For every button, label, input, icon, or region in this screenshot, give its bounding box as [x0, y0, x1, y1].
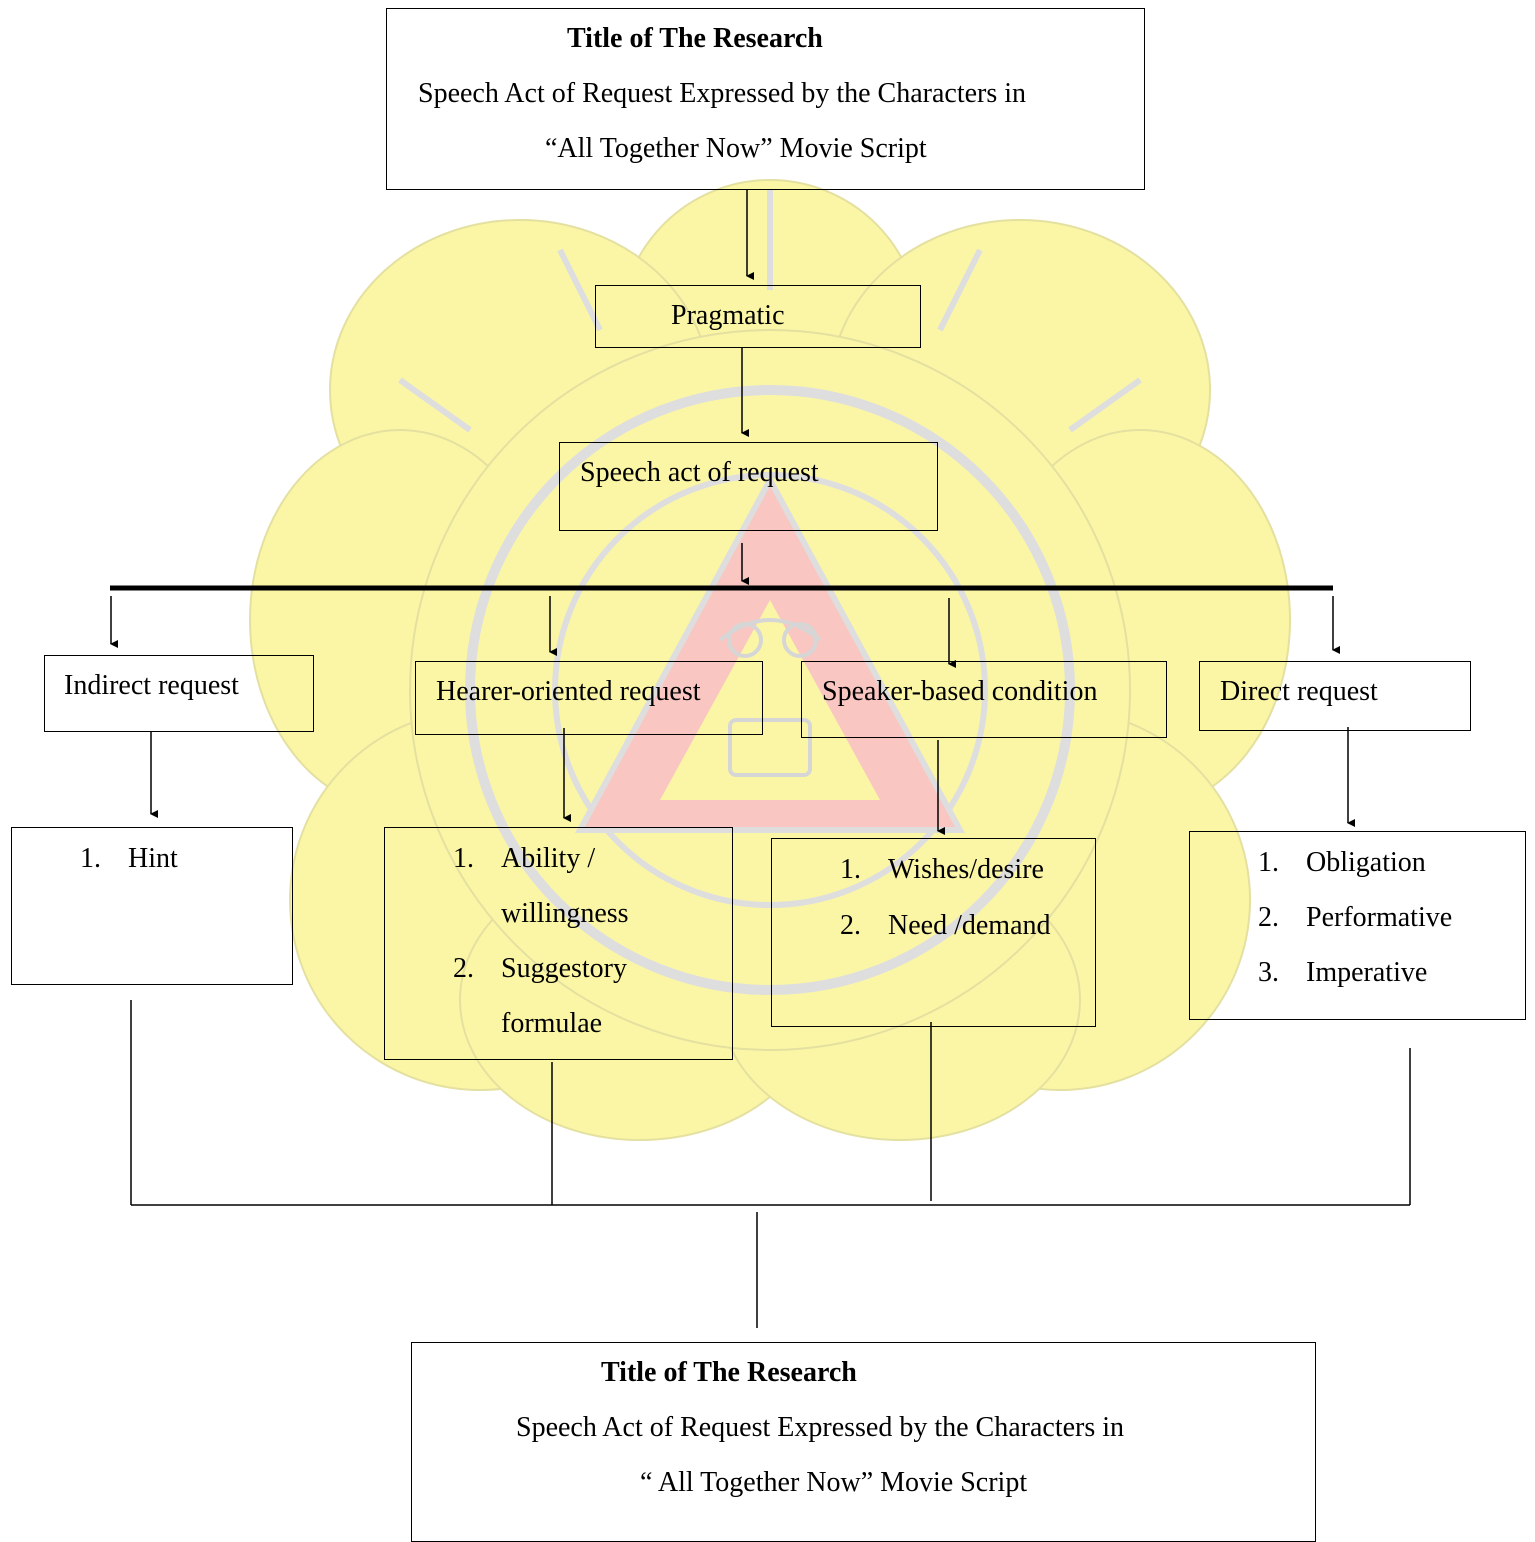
- list-item: 1.: [80, 831, 101, 886]
- speaker-based-box: Speaker-based condition: [801, 661, 1167, 738]
- list-item-text: Need /demand: [888, 910, 1051, 941]
- research-title-heading-bottom: Title of The Research: [601, 1357, 857, 1388]
- seal-emblem: [718, 618, 822, 777]
- speaker-list-box: 1. Wishes/desire 2. Need /demand: [771, 838, 1096, 1027]
- seal-rays: [398, 190, 1142, 433]
- list-item-text: Obligation: [1306, 847, 1426, 878]
- list-item-text: Imperative: [1306, 957, 1428, 988]
- speech-act-label: Speech act of request: [580, 457, 819, 488]
- hearer-list-box: 1. Ability / willingness 2. Suggestory f…: [384, 827, 733, 1060]
- hearer-oriented-box: Hearer-oriented request: [415, 661, 763, 735]
- direct-list-box: 1. Obligation 2. Performative 3. Imperat…: [1189, 831, 1526, 1020]
- pragmatic-label: Pragmatic: [671, 300, 785, 331]
- list-item-number: 2.: [1258, 902, 1279, 933]
- seal-triangle-inner: [660, 600, 880, 800]
- hearer-oriented-label: Hearer-oriented request: [436, 676, 701, 707]
- direct-request-label: Direct request: [1220, 676, 1378, 707]
- research-title-line2-top: “All Together Now” Movie Script: [545, 133, 927, 164]
- list-item-number: 1.: [80, 843, 101, 874]
- hint-list-box: 1. Hint: [11, 827, 293, 985]
- direct-request-box: Direct request: [1199, 661, 1471, 731]
- list-item-number: 2.: [453, 953, 474, 984]
- speaker-based-label: Speaker-based condition: [822, 676, 1098, 707]
- research-title-line2-bottom: “ All Together Now” Movie Script: [640, 1467, 1028, 1498]
- research-title-heading-top: Title of The Research: [567, 23, 823, 54]
- seal-ring-outer: [465, 385, 1075, 995]
- pragmatic-box: Pragmatic: [595, 285, 921, 348]
- research-title-box-bottom: Title of The Research Speech Act of Requ…: [411, 1342, 1316, 1542]
- speech-act-box: Speech act of request: [559, 442, 938, 531]
- research-title-line1-top: Speech Act of Request Expressed by the C…: [418, 78, 1027, 109]
- list-item-number: 2.: [840, 910, 861, 941]
- list-item-text-cont: formulae: [501, 1008, 603, 1039]
- list-item-text: Wishes/desire: [888, 854, 1044, 885]
- list-item-number: 3.: [1258, 957, 1279, 988]
- list-item-text: Ability /: [501, 843, 596, 874]
- list-item-text: Suggestory: [501, 953, 627, 984]
- list-item-text-cont: willingness: [501, 898, 629, 929]
- indirect-request-label: Indirect request: [64, 670, 239, 701]
- list-item-text: Hint: [128, 843, 178, 874]
- list-item-number: 1.: [840, 854, 861, 885]
- list-item-number: 1.: [1258, 847, 1279, 878]
- list-item-text: Performative: [1306, 902, 1453, 933]
- research-title-line1-bottom: Speech Act of Request Expressed by the C…: [516, 1412, 1125, 1443]
- research-title-box-top: Title of The Research Speech Act of Requ…: [386, 8, 1145, 190]
- indirect-request-box: Indirect request: [44, 655, 314, 732]
- list-item-number: 1.: [453, 843, 474, 874]
